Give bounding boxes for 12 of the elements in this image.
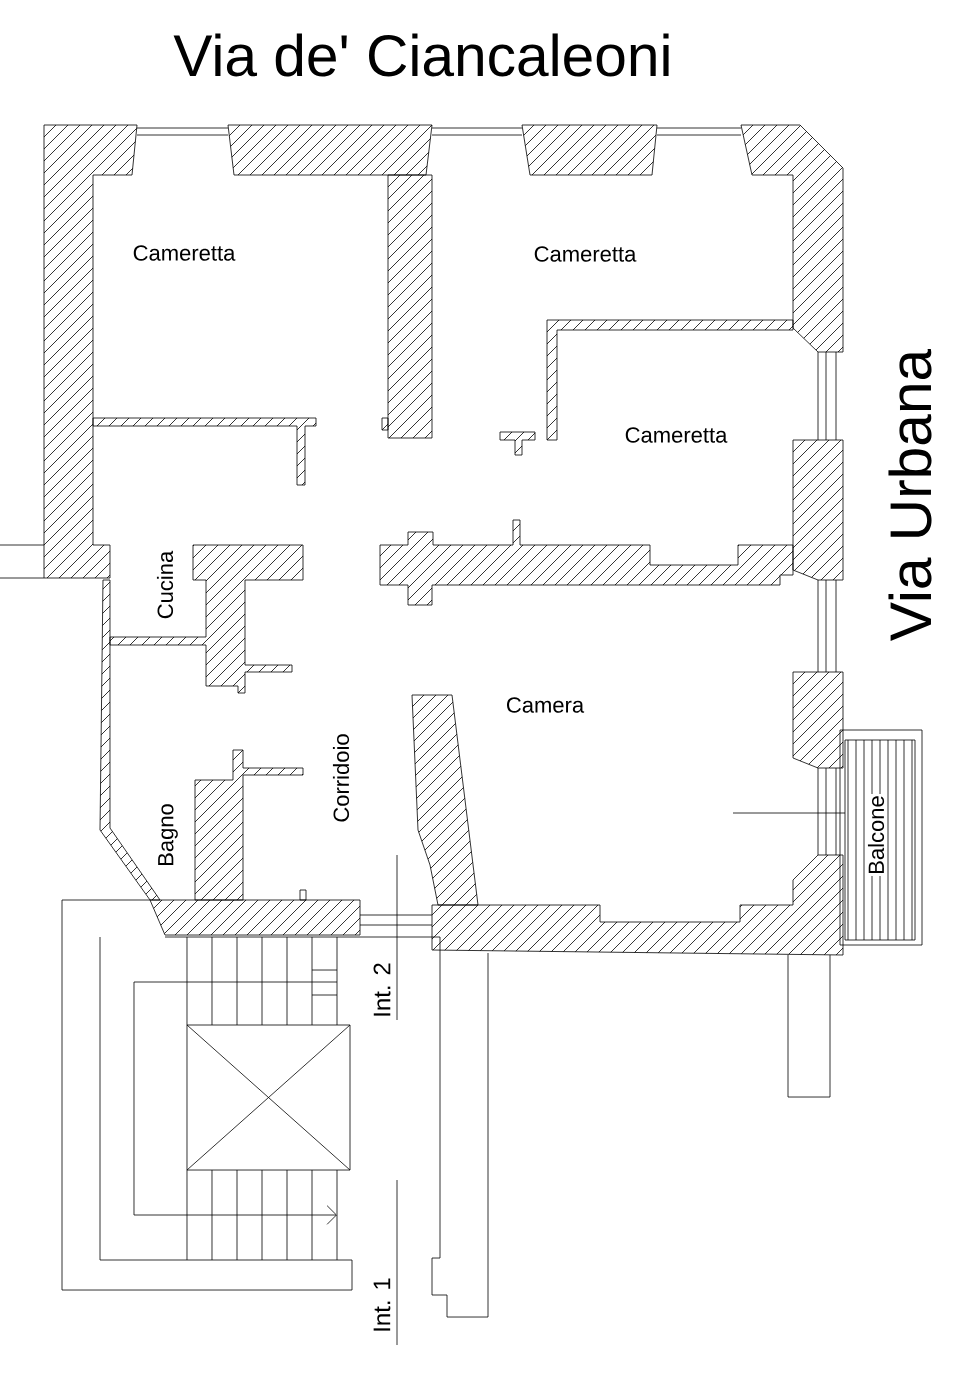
room-label: Cucina	[155, 549, 175, 621]
street-name: Via de' Ciancaleoni	[172, 32, 674, 78]
room-label: Cameretta	[131, 243, 237, 263]
room-label: Camera	[504, 695, 586, 715]
room-label: Balcone	[866, 793, 886, 877]
entrance-label: Int. 1	[372, 1275, 392, 1335]
entrance-label: Int. 2	[372, 960, 392, 1020]
room-label: Corridoio	[331, 732, 351, 824]
room-label: Bagno	[156, 801, 180, 869]
room-label: Cameretta	[623, 425, 729, 445]
room-label: Cameretta	[532, 244, 638, 264]
street-name: Via Urbana	[887, 347, 933, 643]
